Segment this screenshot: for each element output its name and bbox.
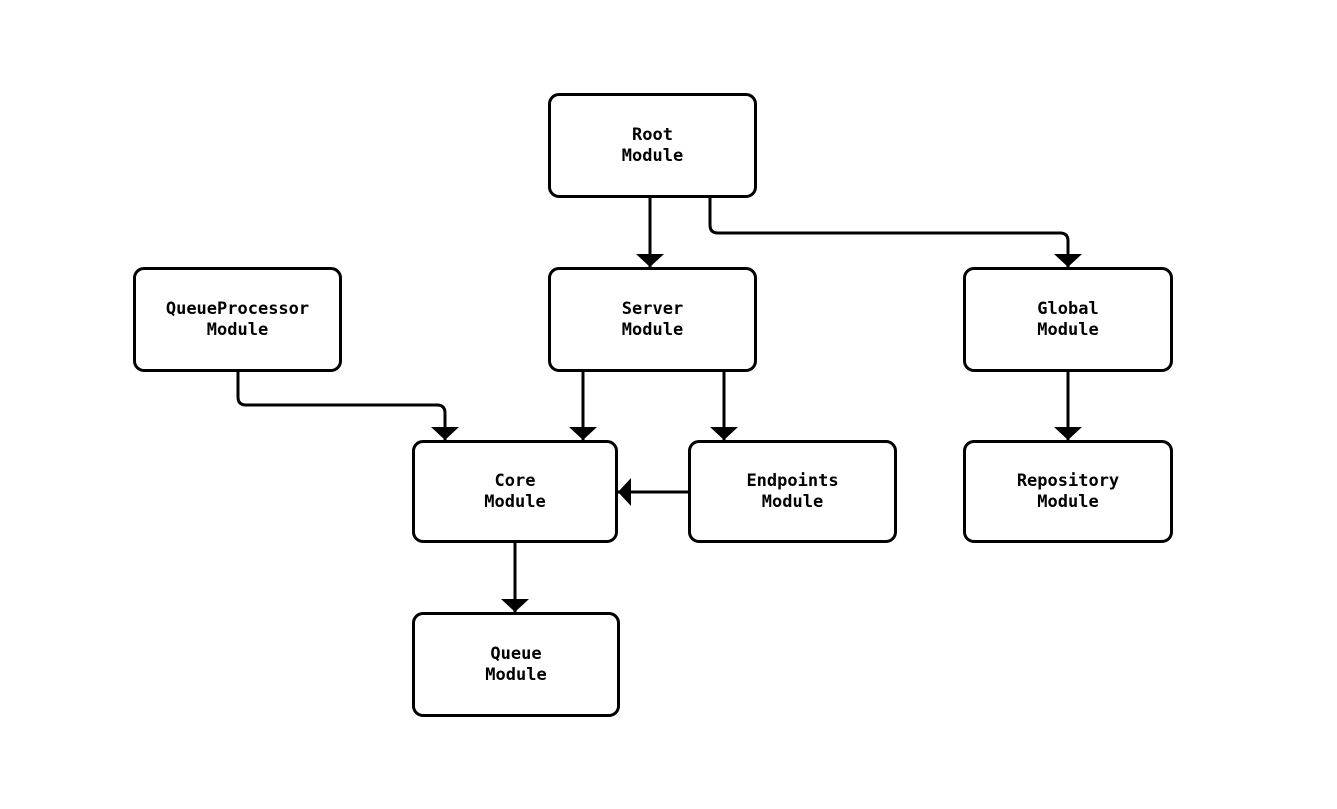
- node-label-line: Core: [494, 470, 536, 491]
- node-label-line: Global: [1037, 298, 1099, 319]
- arrowhead-icon: [710, 427, 738, 440]
- arrowhead-icon: [431, 427, 459, 440]
- node-label-line: Module: [485, 664, 547, 685]
- arrowhead-icon: [618, 478, 631, 506]
- arrowhead-icon: [1054, 427, 1082, 440]
- node-label-line: QueueProcessor: [165, 298, 310, 319]
- arrowhead-icon: [636, 254, 664, 267]
- node-label-line: Endpoints: [746, 470, 839, 491]
- node-label-line: Module: [206, 319, 269, 340]
- node-label-line: Module: [761, 491, 824, 512]
- node-label-line: Module: [621, 319, 684, 340]
- arrowhead-icon: [501, 599, 529, 612]
- edge-root-module-to-global-module: [708, 198, 1070, 267]
- edge-queueprocessor-module-to-core-module: [236, 372, 447, 440]
- node-label-line: Server: [621, 298, 684, 319]
- arrowhead-icon: [569, 427, 597, 440]
- node-label-line: Module: [1037, 319, 1099, 340]
- node-label-line: Module: [1037, 491, 1099, 512]
- node-label-line: Repository: [1016, 470, 1120, 491]
- arrowhead-icon: [1054, 254, 1082, 267]
- node-label-line: Module: [484, 491, 546, 512]
- node-label-line: Root: [632, 124, 673, 145]
- node-label-line: Module: [621, 145, 684, 166]
- node-label-line: Queue: [490, 643, 542, 664]
